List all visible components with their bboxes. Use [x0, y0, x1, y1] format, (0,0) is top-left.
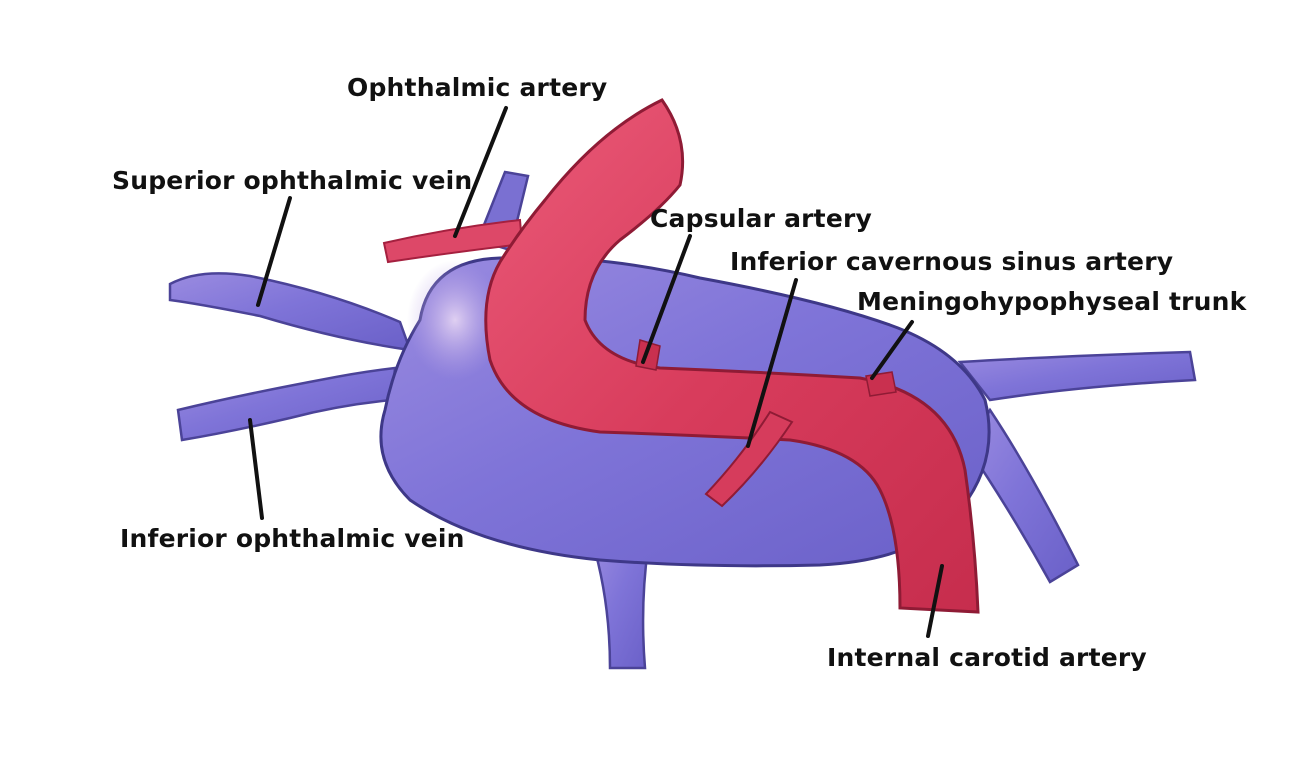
leader-inferior-cavernous-sinus-artery [746, 278, 798, 448]
internal-carotid-artery-shape [484, 98, 980, 614]
label-inferior-cavernous-sinus-artery: Inferior cavernous sinus artery [730, 247, 1174, 276]
leader-inferior-ophthalmic-vein [248, 418, 264, 520]
label-meningohypophyseal-trunk: Meningohypophyseal trunk [857, 287, 1247, 316]
sinus-highlight [407, 260, 503, 380]
right-upper-vein-branch [957, 350, 1197, 402]
leader-capsular-artery [641, 234, 692, 364]
label-superior-ophthalmic-vein: Superior ophthalmic vein [112, 166, 473, 195]
inferior-ophthalmic-vein-shape [176, 366, 397, 442]
label-ophthalmic-artery: Ophthalmic artery [347, 73, 608, 102]
meningohypophyseal-trunk-shape [865, 371, 897, 397]
ophthalmic-artery-shape [382, 218, 524, 264]
label-inferior-ophthalmic-vein: Inferior ophthalmic vein [120, 524, 465, 553]
leader-internal-carotid-artery [926, 564, 944, 638]
superior-ophthalmic-vein-shape [168, 272, 412, 352]
label-capsular-artery: Capsular artery [650, 204, 872, 233]
leader-superior-ophthalmic-vein [256, 196, 292, 307]
leader-lines [248, 106, 944, 638]
label-internal-carotid-artery: Internal carotid artery [827, 643, 1147, 672]
leader-ophthalmic-artery [453, 106, 508, 238]
right-lower-vein-branch [966, 407, 1080, 584]
arterial-system [382, 98, 980, 614]
bottom-vein-branch [590, 538, 650, 670]
leader-meningohypophyseal-trunk [870, 320, 914, 380]
